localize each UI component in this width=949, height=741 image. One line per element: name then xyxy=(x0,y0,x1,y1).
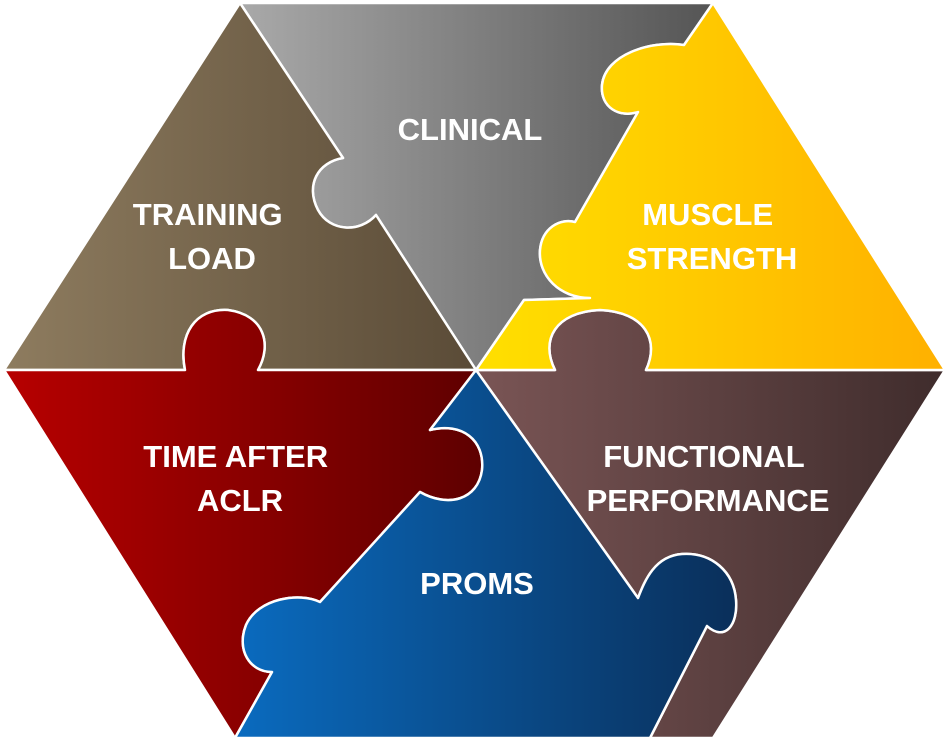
label-clinical: CLINICAL xyxy=(398,112,543,147)
segment-proms xyxy=(233,368,738,740)
label-training-load: TRAINING LOAD xyxy=(133,197,291,276)
label-time-after-aclr: TIME AFTER ACLR xyxy=(143,439,336,518)
label-functional-performance: FUNCTIONAL PERFORMANCE xyxy=(587,439,830,518)
label-proms: PROMS xyxy=(420,566,534,601)
segment-muscle-strength xyxy=(474,1,947,372)
label-muscle-strength: MUSCLE STRENGTH xyxy=(627,197,798,276)
